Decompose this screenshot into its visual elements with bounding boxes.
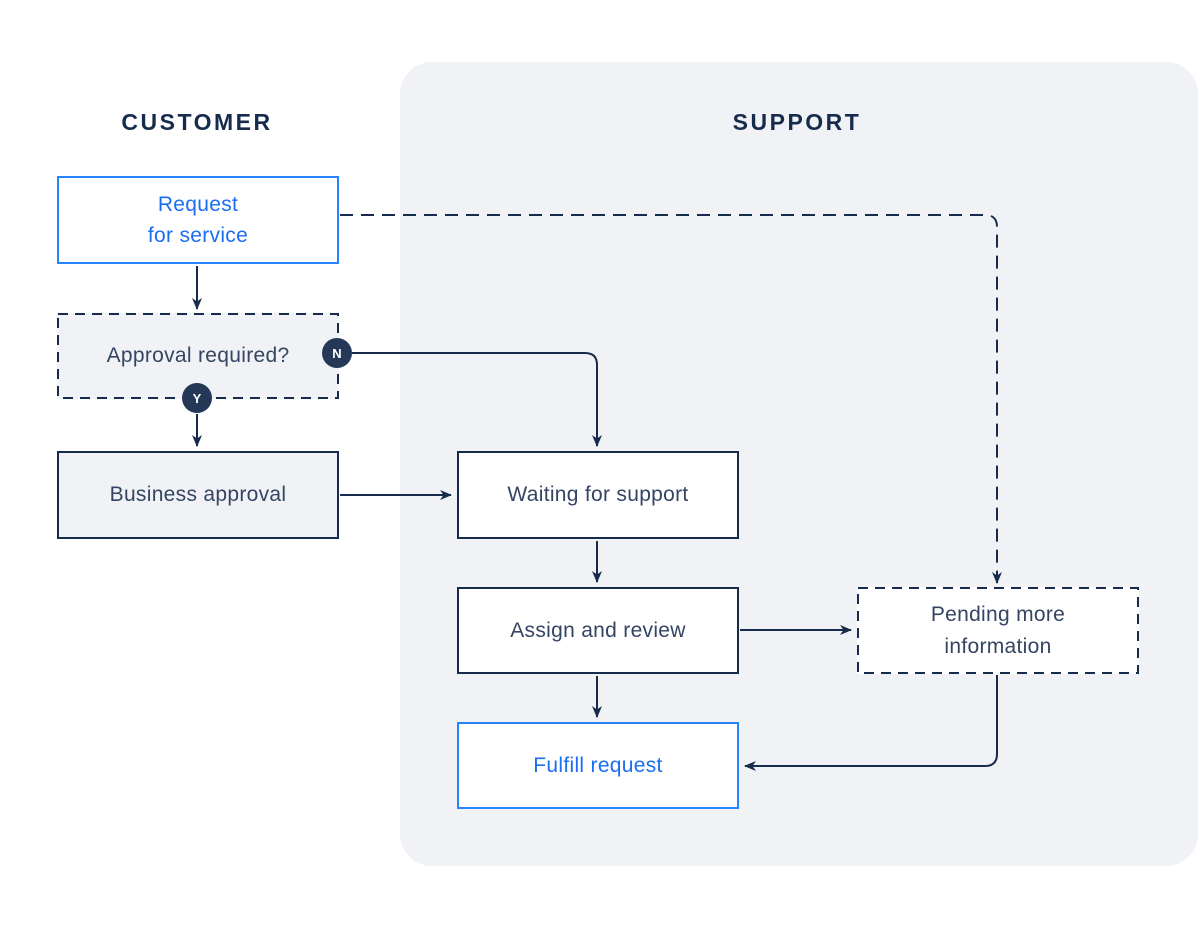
node-business-approval: Business approval: [57, 451, 339, 539]
lane-header-customer: CUSTOMER: [121, 108, 273, 135]
node-assign-and-review: Assign and review: [457, 587, 739, 674]
node-waiting-for-support: Waiting for support: [457, 451, 739, 539]
node-fulfill-request: Fulfill request: [457, 722, 739, 809]
decision-badge-no: N: [322, 338, 352, 368]
decision-badge-yes: Y: [182, 383, 212, 413]
node-request-for-service: Request for service: [57, 176, 339, 264]
lane-header-support: SUPPORT: [732, 108, 862, 135]
node-pending-more-information: Pending more information: [857, 587, 1139, 674]
